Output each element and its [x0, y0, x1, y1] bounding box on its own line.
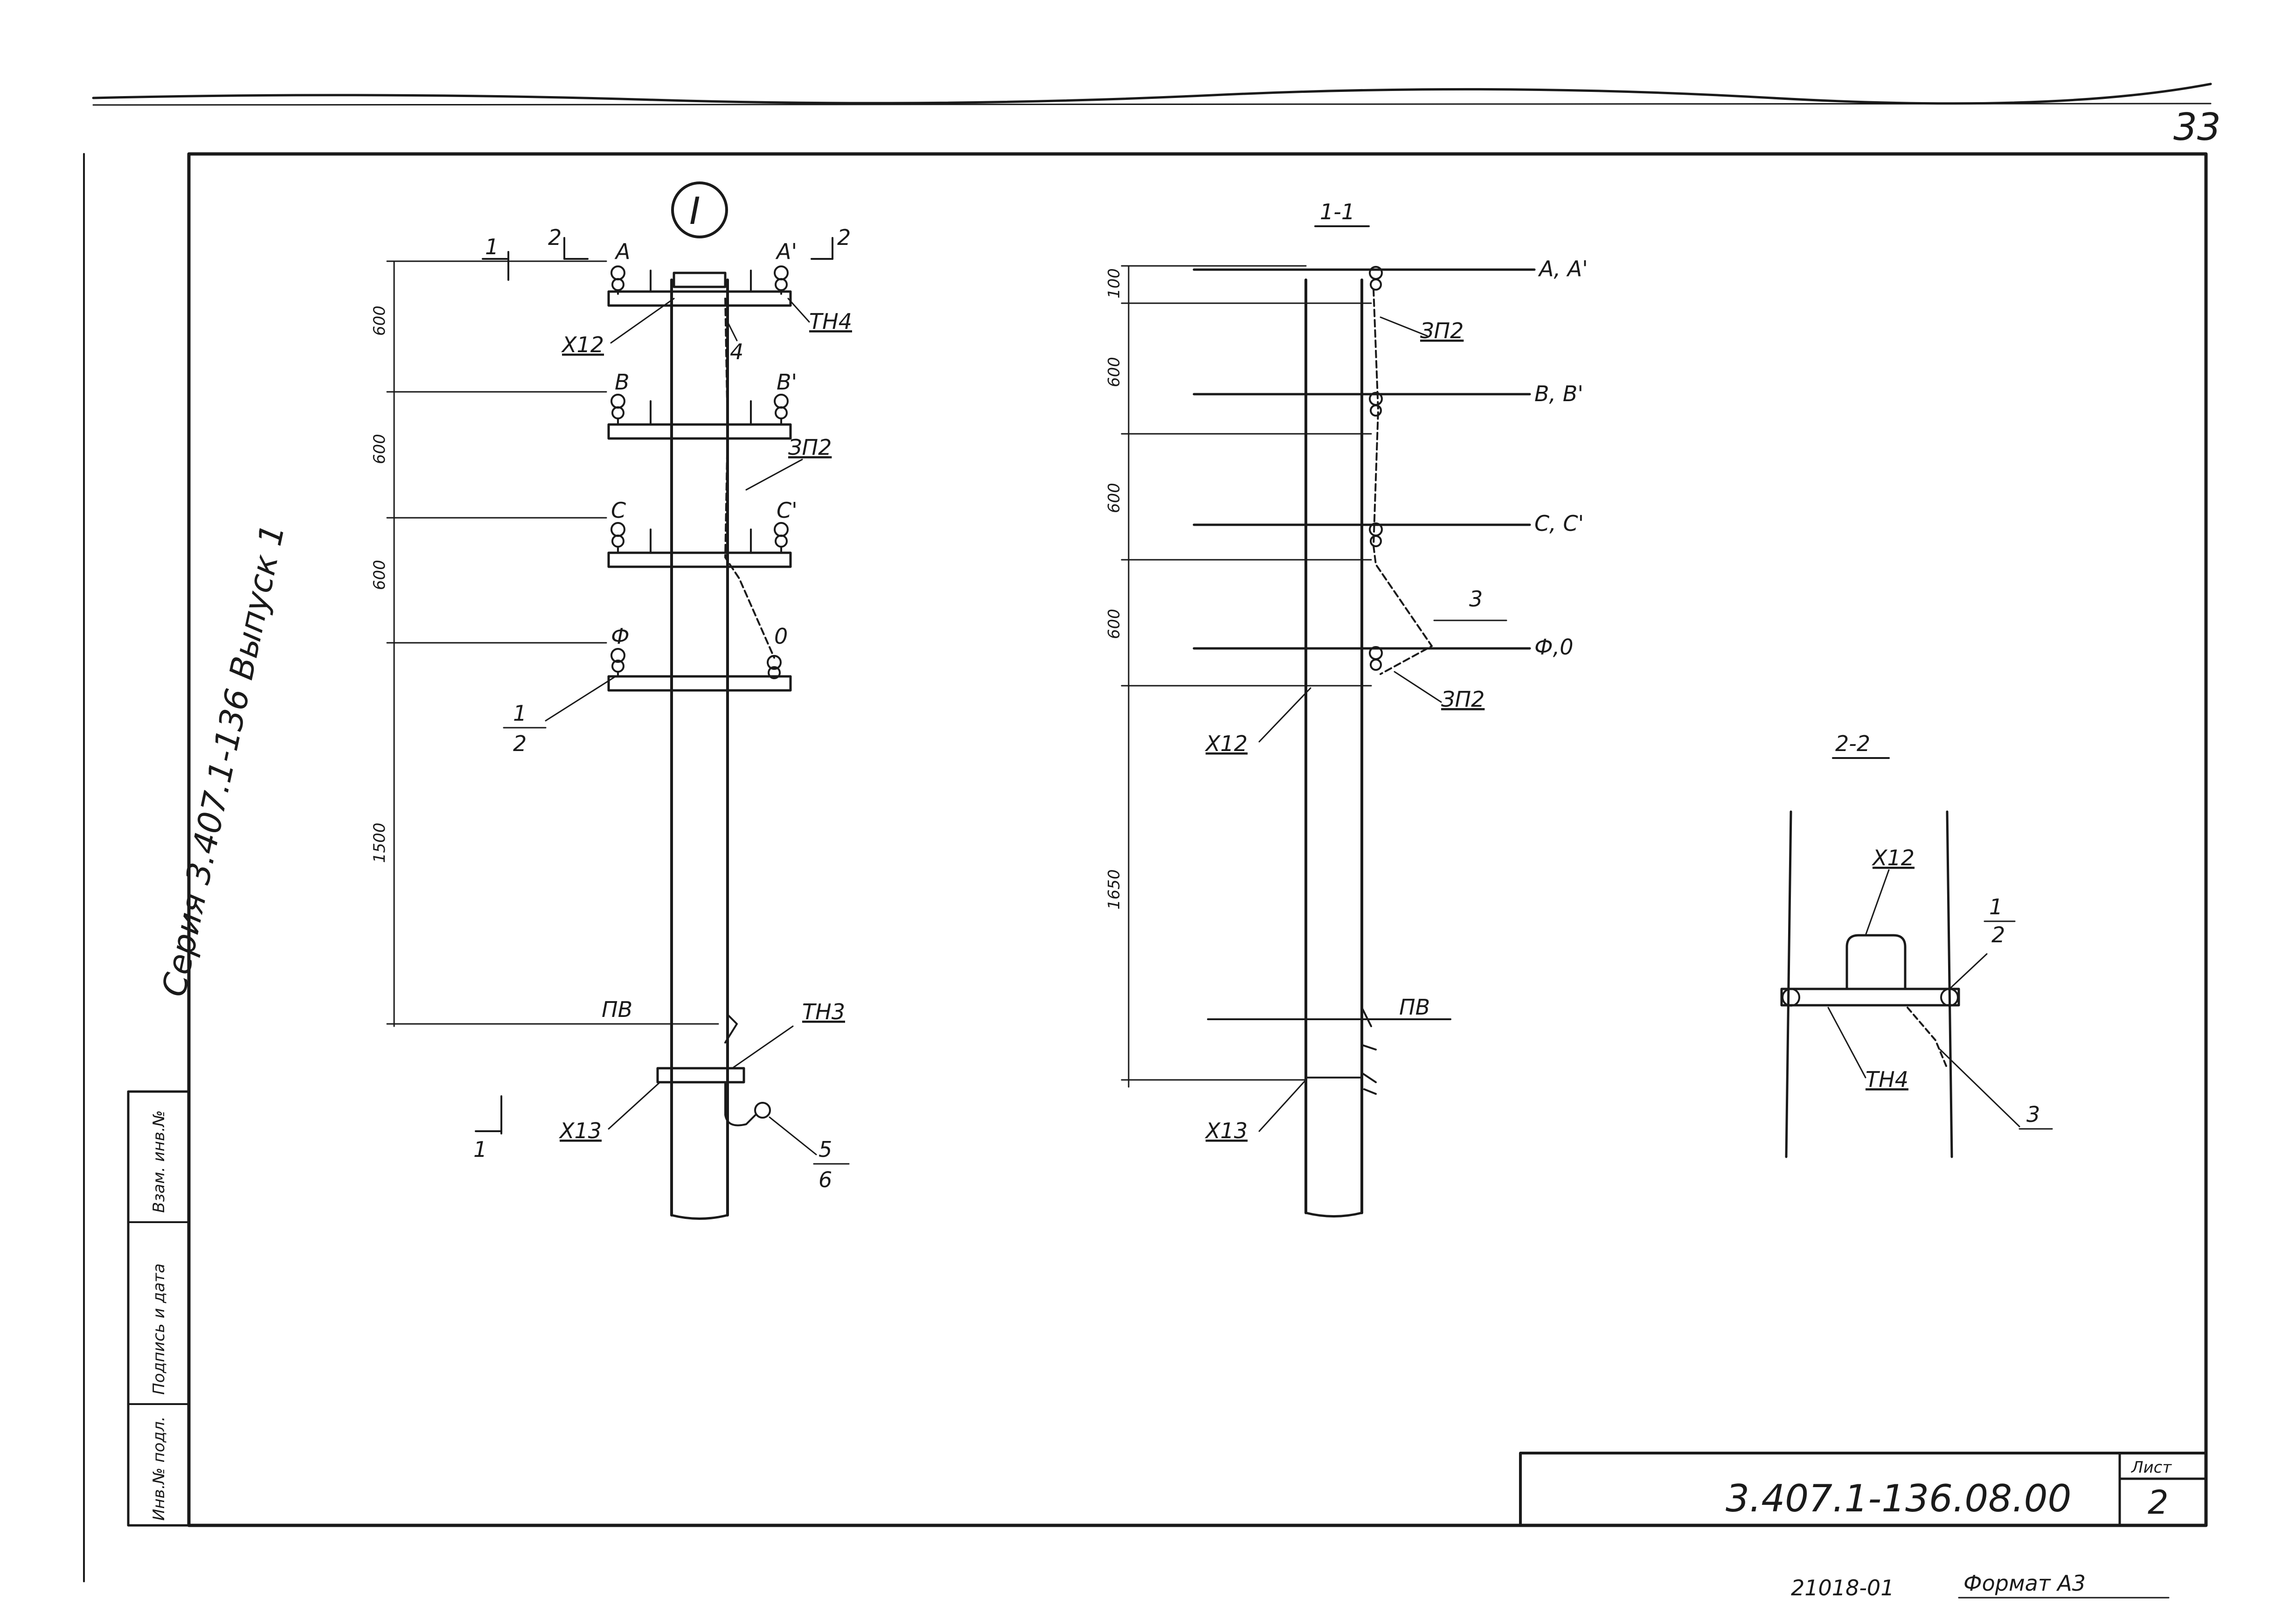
wire-F0-label: Ф,0	[1534, 634, 1574, 660]
v2-dim-600-2: 600	[1105, 483, 1124, 513]
bottom-code: 21018-01	[1791, 1575, 1894, 1600]
insulator-B	[610, 394, 625, 425]
insulator-B1	[774, 394, 789, 425]
v2-callout-pv: ПВ	[1399, 995, 1430, 1020]
v3-callout-x12: Х12	[1872, 845, 1914, 870]
insulator-C1	[774, 522, 789, 554]
insulator-A1	[774, 265, 789, 295]
callout-5: 5	[819, 1137, 832, 1162]
callout-1: 1	[513, 701, 527, 726]
view3-title: 2-2	[1835, 731, 1870, 756]
callout-x13: Х13	[559, 1118, 602, 1143]
view-marker: I	[689, 189, 701, 233]
title-block	[1519, 1452, 2207, 1527]
insulator-0	[767, 655, 782, 679]
list-label: Лист	[2130, 1458, 2172, 1477]
drawing-frame	[187, 152, 2208, 1527]
crossarm-2	[607, 423, 792, 440]
v2-callout-zp2-top: ЗП2	[1420, 318, 1464, 343]
phase-C-label: С	[611, 498, 626, 523]
v2-callout-zp2-low: ЗП2	[1441, 687, 1484, 712]
stamp-podpis-data: Подпись и дата	[150, 1263, 168, 1395]
v3-callout-tn4: ТН4	[1866, 1067, 1908, 1092]
dim-1500: 1500	[370, 822, 389, 863]
phase-C1-label: С'	[777, 498, 798, 523]
view-marker-circle	[671, 181, 728, 238]
v2-ground-conductor	[1373, 288, 1433, 675]
v3-wire-left	[1785, 810, 1792, 1158]
callout-x12: Х12	[561, 332, 604, 357]
v2-dim-100: 100	[1105, 268, 1124, 299]
v3-ground-conductor	[1907, 1007, 1948, 1069]
wire-AA1-label: А, А'	[1538, 256, 1588, 281]
view2-title: 1-1	[1320, 199, 1355, 224]
stamp-inv-podl: Инв.№ подл.	[150, 1416, 168, 1521]
section-mark-2-left: 2	[548, 225, 562, 250]
pole-cap	[673, 271, 727, 288]
section-mark-2-right: 2	[837, 225, 851, 250]
phase-A-label: А	[614, 239, 630, 264]
v2-dim-1650: 1650	[1105, 869, 1124, 910]
dim-600-1: 600	[370, 306, 389, 336]
wire-CC1-label: С, С'	[1534, 511, 1584, 536]
format-label: Формат А3	[1963, 1571, 2086, 1596]
phase-F-label: Ф	[611, 624, 630, 649]
clamp-x13	[656, 1067, 745, 1084]
crossarm-1	[607, 290, 792, 307]
callout-pv: ПВ	[602, 997, 632, 1022]
lamp-5	[754, 1102, 771, 1119]
v2-callout-x12: Х12	[1205, 731, 1248, 756]
callout-2: 2	[513, 731, 527, 756]
callout-6: 6	[819, 1167, 832, 1192]
phase-A1-label: А'	[775, 239, 797, 264]
crossarm-3	[607, 551, 792, 568]
dim-600-3: 600	[370, 560, 389, 590]
series-label: Серия 3.407.1-136 Выпуск 1	[154, 521, 292, 1000]
doc-code: 3.407.1-136.08.00	[1726, 1477, 2071, 1520]
phase-B1-label: В'	[777, 369, 797, 395]
v2-callout-x13: Х13	[1205, 1118, 1248, 1143]
v2-dim-600-1: 600	[1105, 357, 1124, 387]
v2-dim-600-3: 600	[1105, 609, 1124, 639]
insulator-F	[610, 648, 625, 677]
v3-callout-3: 3	[2026, 1102, 2040, 1127]
top-edge-line	[92, 83, 2212, 105]
top-edge-line-2	[92, 103, 2212, 106]
v3-pole-cap	[1845, 934, 1907, 990]
wire-BB1-label: В, В'	[1534, 381, 1583, 406]
callout-tn4: ТН4	[809, 309, 852, 334]
phase-0-label: 0	[774, 624, 788, 649]
section-mark-1-bottom: 1	[473, 1137, 487, 1162]
v3-callout-2: 2	[1991, 922, 2005, 947]
view-3-section-2-2: 2-2 Х12 1 2 ТН4 3	[1780, 731, 2053, 1158]
ground-conductor	[724, 298, 775, 659]
crossarm-4	[607, 675, 792, 692]
insulator-C	[610, 522, 625, 554]
callout-4: 4	[730, 339, 743, 364]
side-stamp	[127, 1090, 190, 1527]
phase-B-label: В	[615, 369, 630, 395]
v3-crossarm	[1780, 988, 1960, 1007]
callout-zp2: ЗП2	[788, 435, 832, 460]
v3-callout-1: 1	[1989, 894, 2003, 919]
list-number: 2	[2148, 1483, 2169, 1522]
drop-conductor	[724, 1081, 756, 1127]
pv-insulator	[724, 1014, 738, 1044]
view-1-front: I 1 2 2 1 А А'	[370, 181, 852, 1220]
section-mark-1-top: 1	[485, 234, 499, 259]
insulator-A	[610, 265, 625, 295]
dim-600-2: 600	[370, 434, 389, 464]
callout-tn3: ТН3	[802, 999, 845, 1024]
page-number: 33	[2173, 105, 2221, 149]
v2-callout-3: 3	[1469, 586, 1483, 612]
v3-wire-right	[1946, 810, 1953, 1158]
view-2-section-1-1: 1-1 А, А' В, В' С, С' Ф,0 100	[1105, 199, 1588, 1217]
stamp-vzam-inv: Взам. инв.№	[150, 1110, 168, 1213]
